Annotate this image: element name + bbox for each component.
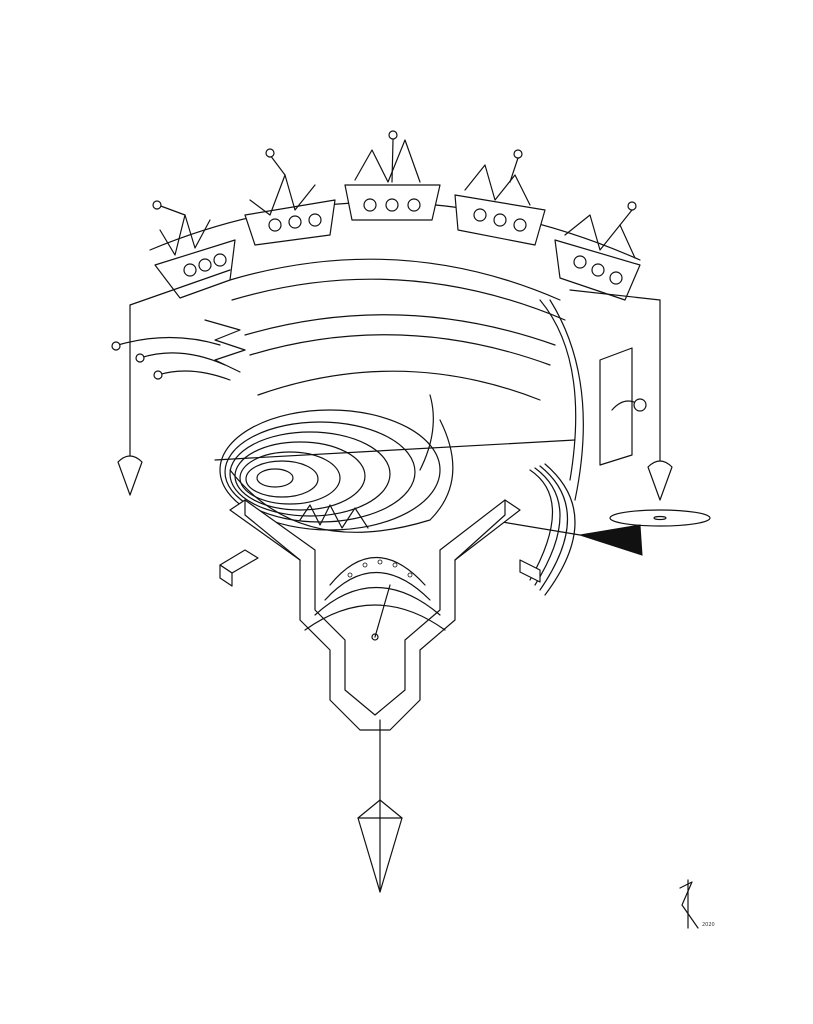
pod-5 (554, 201, 641, 301)
right-disc (489, 509, 711, 556)
pod-2 (244, 148, 336, 246)
left-tendrils (111, 319, 246, 381)
spiral-core (219, 394, 454, 533)
pod-3 (344, 130, 441, 221)
arch-bands (214, 258, 647, 501)
crown-pods (149, 130, 641, 301)
signature-mark (679, 879, 699, 929)
central-pendant (357, 719, 403, 893)
year-label: 2020 (702, 922, 715, 928)
pod-1 (152, 200, 236, 299)
right-ribs (529, 463, 576, 596)
stepped-base (219, 499, 541, 731)
pod-4 (454, 149, 546, 246)
side-pendants (117, 269, 673, 501)
